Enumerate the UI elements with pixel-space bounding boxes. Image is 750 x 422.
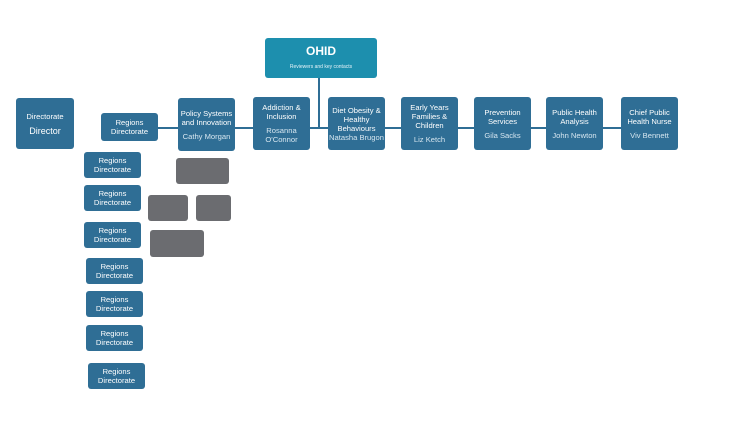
director-name: Director bbox=[29, 125, 61, 136]
regions-label: Regions Directorate bbox=[95, 262, 134, 280]
regions-label: Regions Directorate bbox=[93, 189, 132, 207]
regions-label: Regions Directorate bbox=[95, 329, 134, 347]
directorate-lead-name: Liz Ketch bbox=[413, 135, 446, 144]
directorate-title: Diet Obesity & Healthy Behaviours bbox=[332, 105, 381, 133]
directorate-lead-name: John Newton bbox=[552, 130, 597, 140]
regions-label: Regions Directorate bbox=[97, 367, 136, 385]
ohid-subtitle: Reviewers and key contacts bbox=[289, 64, 353, 70]
regions-node[interactable]: Regions Directorate bbox=[84, 152, 141, 178]
ohid-title: OHID bbox=[306, 44, 336, 58]
regions-node[interactable]: Regions Directorate bbox=[86, 291, 143, 317]
directorate-title: Early Years Families & Children bbox=[410, 103, 449, 130]
redacted-box bbox=[148, 195, 188, 221]
regions-node[interactable]: Regions Directorate bbox=[86, 325, 143, 351]
redacted-box bbox=[150, 230, 204, 257]
directorate-title: Addiction & Inclusion bbox=[262, 103, 301, 121]
regions-node[interactable]: Regions Directorate bbox=[86, 258, 143, 284]
directorate-lead-name: Viv Bennett bbox=[630, 130, 669, 140]
directorate-lead-name: Natasha Brugon bbox=[329, 132, 384, 142]
regions-node[interactable]: Regions Directorate bbox=[88, 363, 145, 389]
directorate-title: Chief Public Health Nurse bbox=[627, 107, 672, 126]
directorate-node-policy[interactable]: Policy Systems and Innovation Cathy Morg… bbox=[178, 98, 235, 151]
regions-label: Regions Directorate bbox=[93, 226, 132, 244]
directorate-title: Prevention Services bbox=[484, 107, 521, 126]
directorate-node-addiction[interactable]: Addiction & Inclusion Rosanna O'Connor bbox=[253, 97, 310, 150]
director-node[interactable]: Directorate Director bbox=[16, 98, 74, 149]
horizontal-connector-line bbox=[158, 127, 628, 129]
regions-label: Regions Directorate bbox=[93, 156, 132, 174]
directorate-node-regions[interactable]: Regions Directorate bbox=[101, 113, 158, 141]
regions-node[interactable]: Regions Directorate bbox=[84, 222, 141, 248]
directorate-node-chief-nurse[interactable]: Chief Public Health Nurse Viv Bennett bbox=[621, 97, 678, 150]
directorate-node-public-health-analysis[interactable]: Public Health Analysis John Newton bbox=[546, 97, 603, 150]
director-label: Directorate bbox=[26, 111, 64, 121]
directorate-lead-name: Gila Sacks bbox=[484, 130, 521, 140]
directorate-lead-name: Cathy Morgan bbox=[182, 131, 231, 141]
directorate-title: Regions Directorate bbox=[110, 118, 149, 136]
regions-label: Regions Directorate bbox=[95, 295, 134, 313]
redacted-box bbox=[176, 158, 229, 184]
regions-node[interactable]: Regions Directorate bbox=[84, 185, 141, 211]
redacted-box bbox=[196, 195, 231, 221]
directorate-title: Public Health Analysis bbox=[552, 107, 597, 126]
ohid-node[interactable]: OHID Reviewers and key contacts bbox=[265, 38, 377, 78]
directorate-title: Policy Systems and Innovation bbox=[180, 108, 233, 127]
directorate-node-prevention[interactable]: Prevention Services Gila Sacks bbox=[474, 97, 531, 150]
directorate-node-diet-obesity[interactable]: Diet Obesity & Healthy Behaviours Natash… bbox=[328, 97, 385, 150]
directorate-node-early-years[interactable]: Early Years Families & Children Liz Ketc… bbox=[401, 97, 458, 150]
directorate-lead-name: Rosanna O'Connor bbox=[265, 126, 298, 144]
ohid-connector-line bbox=[318, 78, 320, 128]
